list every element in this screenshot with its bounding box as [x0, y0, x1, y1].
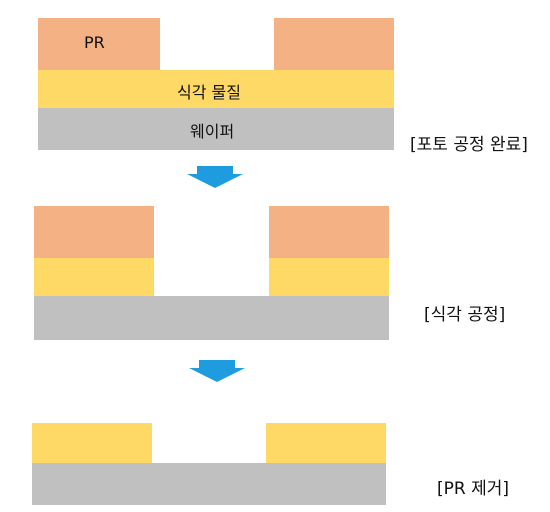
wafer-label: 웨이퍼 — [190, 122, 235, 141]
etch-material-right — [266, 423, 386, 463]
pr-block-left — [38, 18, 160, 70]
pr-block-right — [274, 18, 394, 70]
etch-material-left — [32, 423, 152, 463]
stage-caption-etching: [식각 공정] — [424, 305, 506, 325]
pr-label: PR — [84, 33, 105, 52]
etch-material-right — [269, 258, 389, 296]
pr-block-right — [269, 206, 389, 258]
stage-caption-pr-removal: [PR 제거] — [437, 479, 510, 499]
down-arrow-icon — [187, 166, 243, 188]
etch-material-layer — [38, 70, 394, 108]
etch-material-label: 식각 물질 — [177, 83, 241, 102]
wafer-layer — [32, 463, 386, 505]
stage-caption-photo-complete: [포토 공정 완료] — [410, 135, 528, 155]
pr-block-left — [34, 206, 154, 258]
down-arrow-icon — [189, 360, 245, 382]
etch-material-left — [34, 258, 154, 296]
wafer-layer — [38, 108, 394, 150]
wafer-layer — [34, 296, 389, 340]
